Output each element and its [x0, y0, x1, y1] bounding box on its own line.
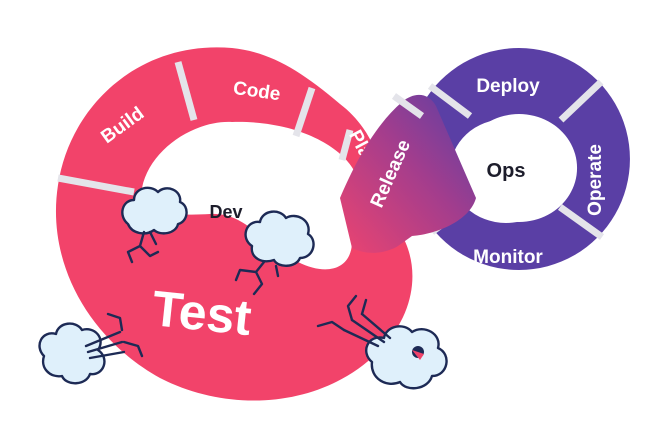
segment-label-deploy: Deploy: [476, 76, 540, 97]
test-label: Test: [150, 280, 255, 346]
explosion-cloud-icon: [38, 312, 144, 385]
ops-gap: [557, 204, 605, 240]
dev-loop: Dev Build Code Plan Test: [55, 47, 413, 401]
explosion-cloud-icon: [316, 294, 448, 390]
ops-gap: [558, 79, 604, 123]
explosion-cloud-icon: [121, 186, 188, 264]
dev-gap: [338, 129, 354, 161]
ops-core: [450, 119, 562, 223]
explosion-cloud-icon: [234, 210, 315, 296]
dev-gap: [174, 61, 198, 121]
release-bridge: Release: [340, 93, 476, 253]
ops-gap: [427, 83, 473, 119]
segment-label-operate: Operate: [585, 144, 606, 216]
ops-center-label: Ops: [487, 160, 526, 182]
release-band: [340, 94, 476, 253]
dev-gap: [57, 174, 135, 196]
dev-ring: [55, 47, 413, 401]
release-gap: [391, 93, 425, 119]
dev-gap: [292, 86, 316, 138]
segment-label-monitor: Monitor: [473, 247, 543, 268]
dev-center-label: Dev: [209, 202, 242, 222]
